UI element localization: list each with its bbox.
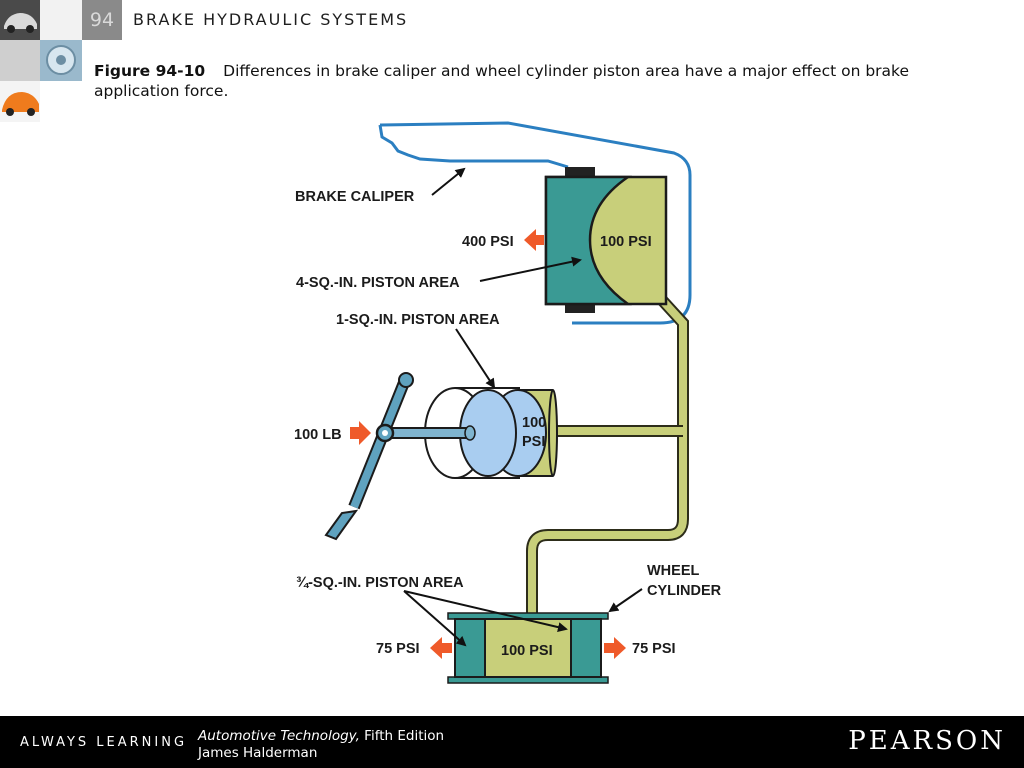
footer-tagline: ALWAYS LEARNING — [20, 735, 188, 750]
footer-bar: ALWAYS LEARNING Automotive Technology, F… — [0, 716, 1024, 768]
car-silhouette-icon — [4, 13, 37, 29]
label-caliper-output: 400 PSI — [462, 234, 514, 250]
label-wheel-cylinder-1: WHEEL — [647, 563, 700, 579]
sports-car-icon — [2, 92, 39, 112]
label-wheel-right: 75 PSI — [632, 641, 676, 657]
chapter-title: BRAKE HYDRAULIC SYSTEMS — [133, 10, 409, 29]
brake-pedal — [324, 372, 476, 541]
label-wheel-pressure: 100 PSI — [501, 643, 553, 659]
publisher-logo: PEARSON — [848, 726, 1006, 756]
label-wheel-cylinder-2: CYLINDER — [647, 583, 722, 599]
leader-lines — [403, 167, 643, 647]
footer-book-info: Automotive Technology, Fifth Edition Jam… — [198, 728, 444, 762]
caliper-output-arrow — [524, 229, 544, 251]
thumbnail-blank — [40, 0, 82, 40]
label-wheel-area: ¾-SQ.-IN. PISTON AREA — [296, 575, 464, 591]
label-caliper-area: 4-SQ.-IN. PISTON AREA — [296, 275, 460, 291]
label-master-pressure-1: 100 — [522, 415, 546, 431]
book-title: Automotive Technology, — [198, 728, 360, 744]
brake-caliper — [544, 167, 668, 313]
chapter-number: 94 — [82, 0, 122, 40]
wheel-cylinder — [447, 612, 609, 684]
caliper-frame-line — [379, 121, 692, 325]
wheel-right-arrow — [604, 637, 626, 659]
diagram-svg: BRAKE CALIPER 400 PSI 100 PSI 4-SQ.-IN. … — [294, 121, 722, 684]
label-wheel-left: 75 PSI — [376, 641, 420, 657]
figure-caption-text: Differences in brake caliper and wheel c… — [94, 62, 910, 100]
label-pedal-force: 100 LB — [294, 427, 342, 443]
force-arrows — [350, 229, 626, 659]
book-edition: Fifth Edition — [364, 728, 445, 744]
label-brake-caliper: BRAKE CALIPER — [295, 189, 415, 205]
label-caliper-pressure: 100 PSI — [600, 234, 652, 250]
book-author: James Halderman — [198, 745, 318, 761]
pedal-force-arrow — [350, 421, 371, 445]
hydraulic-lines — [526, 295, 689, 615]
diagram-labels: BRAKE CALIPER 400 PSI 100 PSI 4-SQ.-IN. … — [294, 189, 722, 659]
label-master-pressure-2: PSI — [522, 434, 545, 450]
thumbnail-strip — [0, 0, 82, 122]
thumbnail-images — [0, 0, 82, 122]
wheel-left-arrow — [430, 637, 452, 659]
label-master-area: 1-SQ.-IN. PISTON AREA — [336, 312, 500, 328]
brake-hydraulic-diagram: BRAKE CALIPER 400 PSI 100 PSI 4-SQ.-IN. … — [280, 115, 750, 695]
thumbnail-gray — [0, 40, 40, 81]
figure-label: Figure 94-10 — [94, 62, 206, 80]
caliper-jagged-edge — [378, 124, 569, 169]
